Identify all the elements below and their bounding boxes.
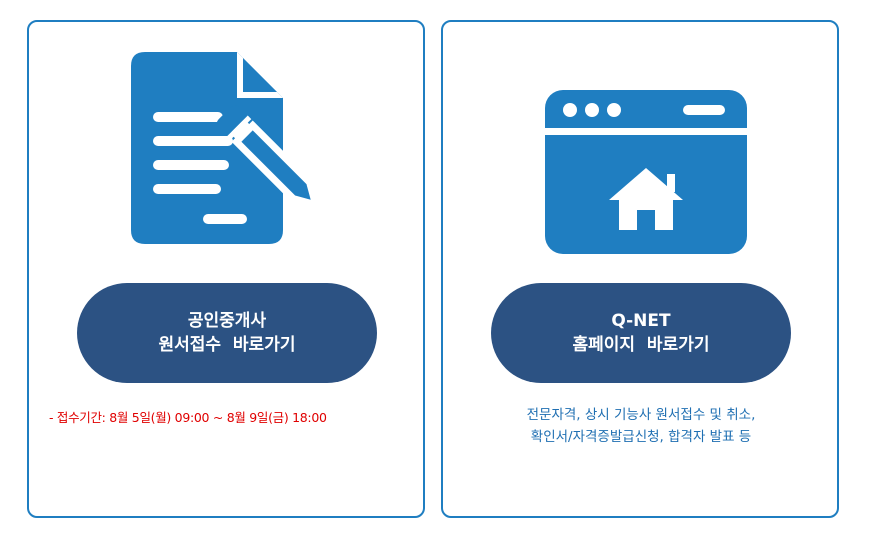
qnet-homepage-button[interactable]: Q-NET 홈페이지 바로가기 [491, 283, 791, 383]
button-line2: 홈페이지 바로가기 [572, 335, 710, 355]
button-line2: 원서접수 바로가기 [158, 335, 296, 355]
button-line1: 공인중개사 [187, 311, 267, 331]
qnet-description: 전문자격, 상시 기능사 원서접수 및 취소, 확인서/자격증발급신청, 합격자… [453, 404, 829, 448]
exam-application-button[interactable]: 공인중개사 원서접수 바로가기 [77, 283, 377, 383]
application-period-text: - 접수기간: 8월 5일(월) 09:00 ~ 8월 9일(금) 18:00 [49, 410, 327, 425]
description-line1: 전문자격, 상시 기능사 원서접수 및 취소, [526, 407, 756, 423]
button-line1: Q-NET [611, 311, 671, 331]
document-edit-icon [131, 52, 331, 252]
description-line2: 확인서/자격증발급신청, 합격자 발표 등 [530, 429, 752, 445]
exam-application-card: 공인중개사 원서접수 바로가기 - 접수기간: 8월 5일(월) 09:00 ~… [27, 20, 425, 518]
browser-home-icon [545, 90, 747, 254]
qnet-homepage-card: Q-NET 홈페이지 바로가기 전문자격, 상시 기능사 원서접수 및 취소, … [441, 20, 839, 518]
